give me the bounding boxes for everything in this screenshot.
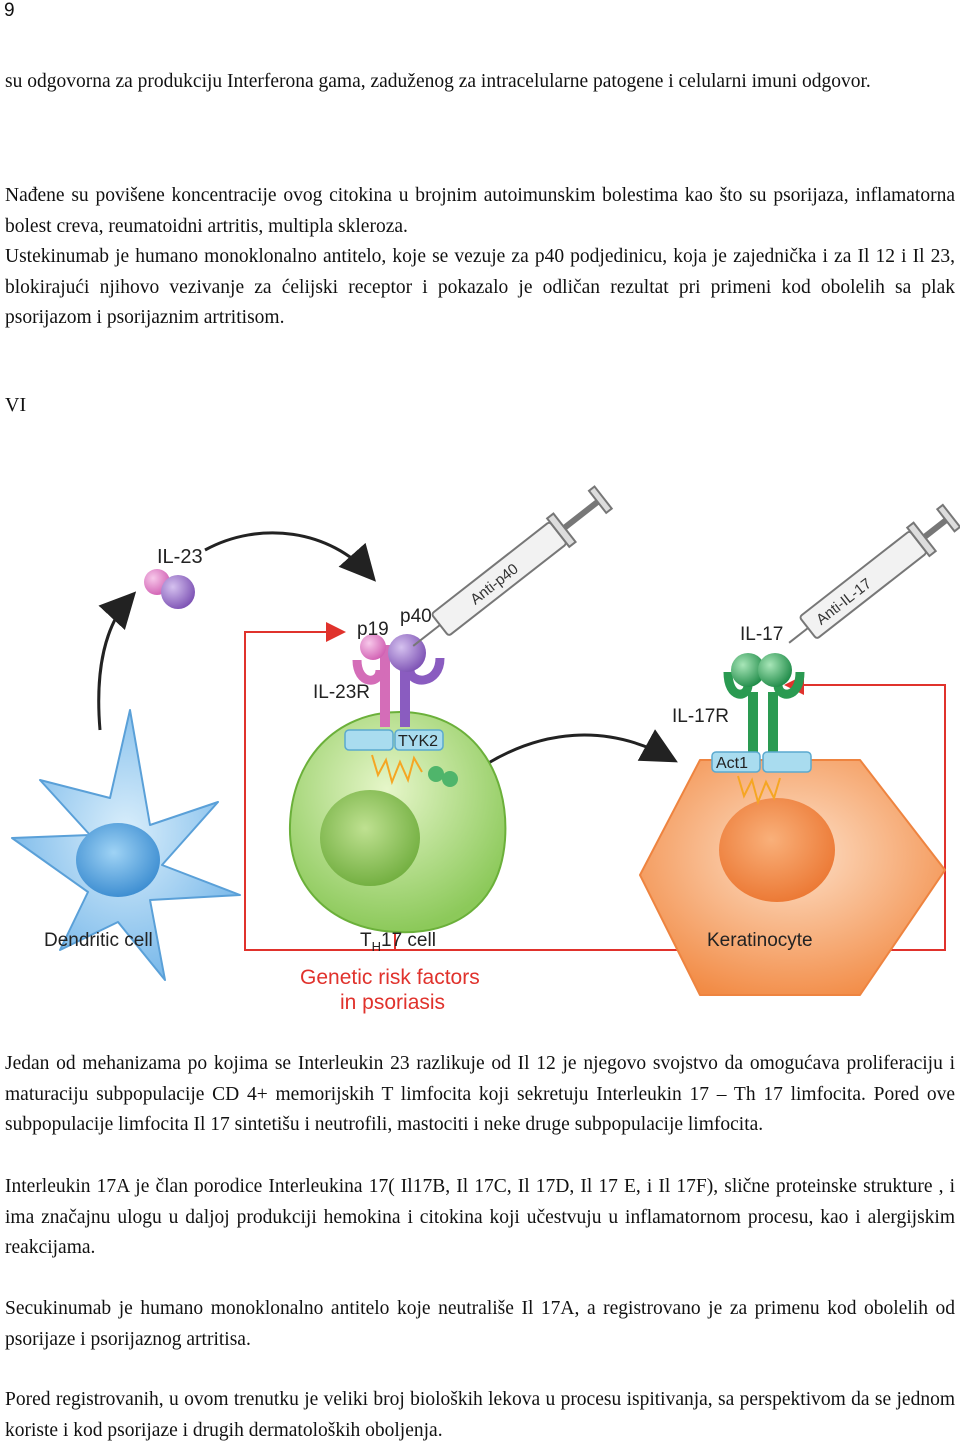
il17r-chain-right bbox=[768, 692, 778, 752]
p19-label: p19 bbox=[357, 619, 389, 640]
th17-granule bbox=[442, 771, 458, 787]
th17-granule bbox=[428, 766, 444, 782]
anti-p40-syringe: Anti-p40 bbox=[412, 485, 614, 647]
dendritic-nucleus bbox=[76, 823, 160, 897]
il17r-chain-left bbox=[748, 692, 758, 752]
il23-label: IL-23 bbox=[157, 546, 203, 568]
risk-connector-left bbox=[244, 622, 395, 951]
paragraph-il23-mechanism: Jedan od mehanizama po kojima se Interle… bbox=[5, 1053, 955, 1135]
il17-dimer-left bbox=[731, 653, 765, 687]
il23r-pink-chain bbox=[380, 645, 390, 727]
il17r-arm-left bbox=[723, 671, 753, 699]
arrow-th17-to-keratinocyte bbox=[469, 729, 678, 777]
il17r-label: IL-17R bbox=[672, 706, 729, 727]
genetic-risk-label-line2: in psoriasis bbox=[340, 991, 445, 1014]
il17r-arm-right bbox=[773, 671, 805, 699]
act1-label: Act1 bbox=[716, 755, 748, 772]
paragraph-interferon: su odgovorna za produkciju Interferona g… bbox=[5, 71, 871, 92]
il23r-label: IL-23R bbox=[313, 682, 370, 703]
il23r-purple-arm bbox=[405, 657, 445, 685]
keratinocyte-label: Keratinocyte bbox=[707, 930, 813, 951]
il23r-purple-chain bbox=[400, 655, 410, 727]
p40-label: p40 bbox=[400, 606, 432, 627]
il23-p40-subunit bbox=[161, 575, 195, 609]
receptor-box-right bbox=[762, 751, 812, 773]
il23r-pink-arm bbox=[352, 659, 385, 685]
paragraph-biologics: Pored registrovanih, u ovom trenutku je … bbox=[5, 1389, 955, 1441]
anti-il17-syringe: Anti-IL-17 bbox=[788, 503, 960, 644]
il17-dimer-right bbox=[758, 653, 792, 687]
keratinocyte-activation-burst bbox=[737, 775, 781, 806]
dendritic-cell-label: Dendritic cell bbox=[44, 930, 153, 951]
arrow-dendritic-to-il23 bbox=[97, 591, 137, 731]
section-label: VI bbox=[5, 394, 27, 416]
receptor-box-left bbox=[344, 729, 394, 751]
bound-p19 bbox=[360, 634, 386, 660]
il17-label: IL-17 bbox=[740, 624, 783, 645]
keratinocyte-nucleus bbox=[719, 798, 835, 902]
act1-box bbox=[711, 751, 761, 773]
paragraph-il17a: Interleukin 17A je član porodice Interle… bbox=[5, 1176, 955, 1258]
tyk2-label: TYK2 bbox=[398, 733, 438, 750]
paragraph-autoimmune: Nađene su povišene koncentracije ovog ci… bbox=[5, 185, 955, 237]
paragraph-secukinumab: Secukinumab je humano monoklonalno antit… bbox=[5, 1298, 955, 1350]
arrow-il23-to-receptor bbox=[204, 531, 376, 582]
tyk2-box bbox=[394, 729, 444, 751]
th17-cell-label: TH17 cell bbox=[360, 930, 436, 954]
page-number: 9 bbox=[4, 0, 15, 21]
genetic-risk-label-line1: Genetic risk factors bbox=[300, 966, 480, 989]
risk-connector-right bbox=[395, 675, 946, 951]
th17-nucleus bbox=[320, 790, 420, 886]
th17-activation-burst bbox=[371, 754, 423, 786]
psoriasis-pathway-figure: IL-23 TYK2 p19 p40 IL-23R Anti-p40 Act1 … bbox=[11, 485, 960, 1016]
paragraph-ustekinumab: Ustekinumab je humano monoklonalno antit… bbox=[5, 246, 955, 328]
